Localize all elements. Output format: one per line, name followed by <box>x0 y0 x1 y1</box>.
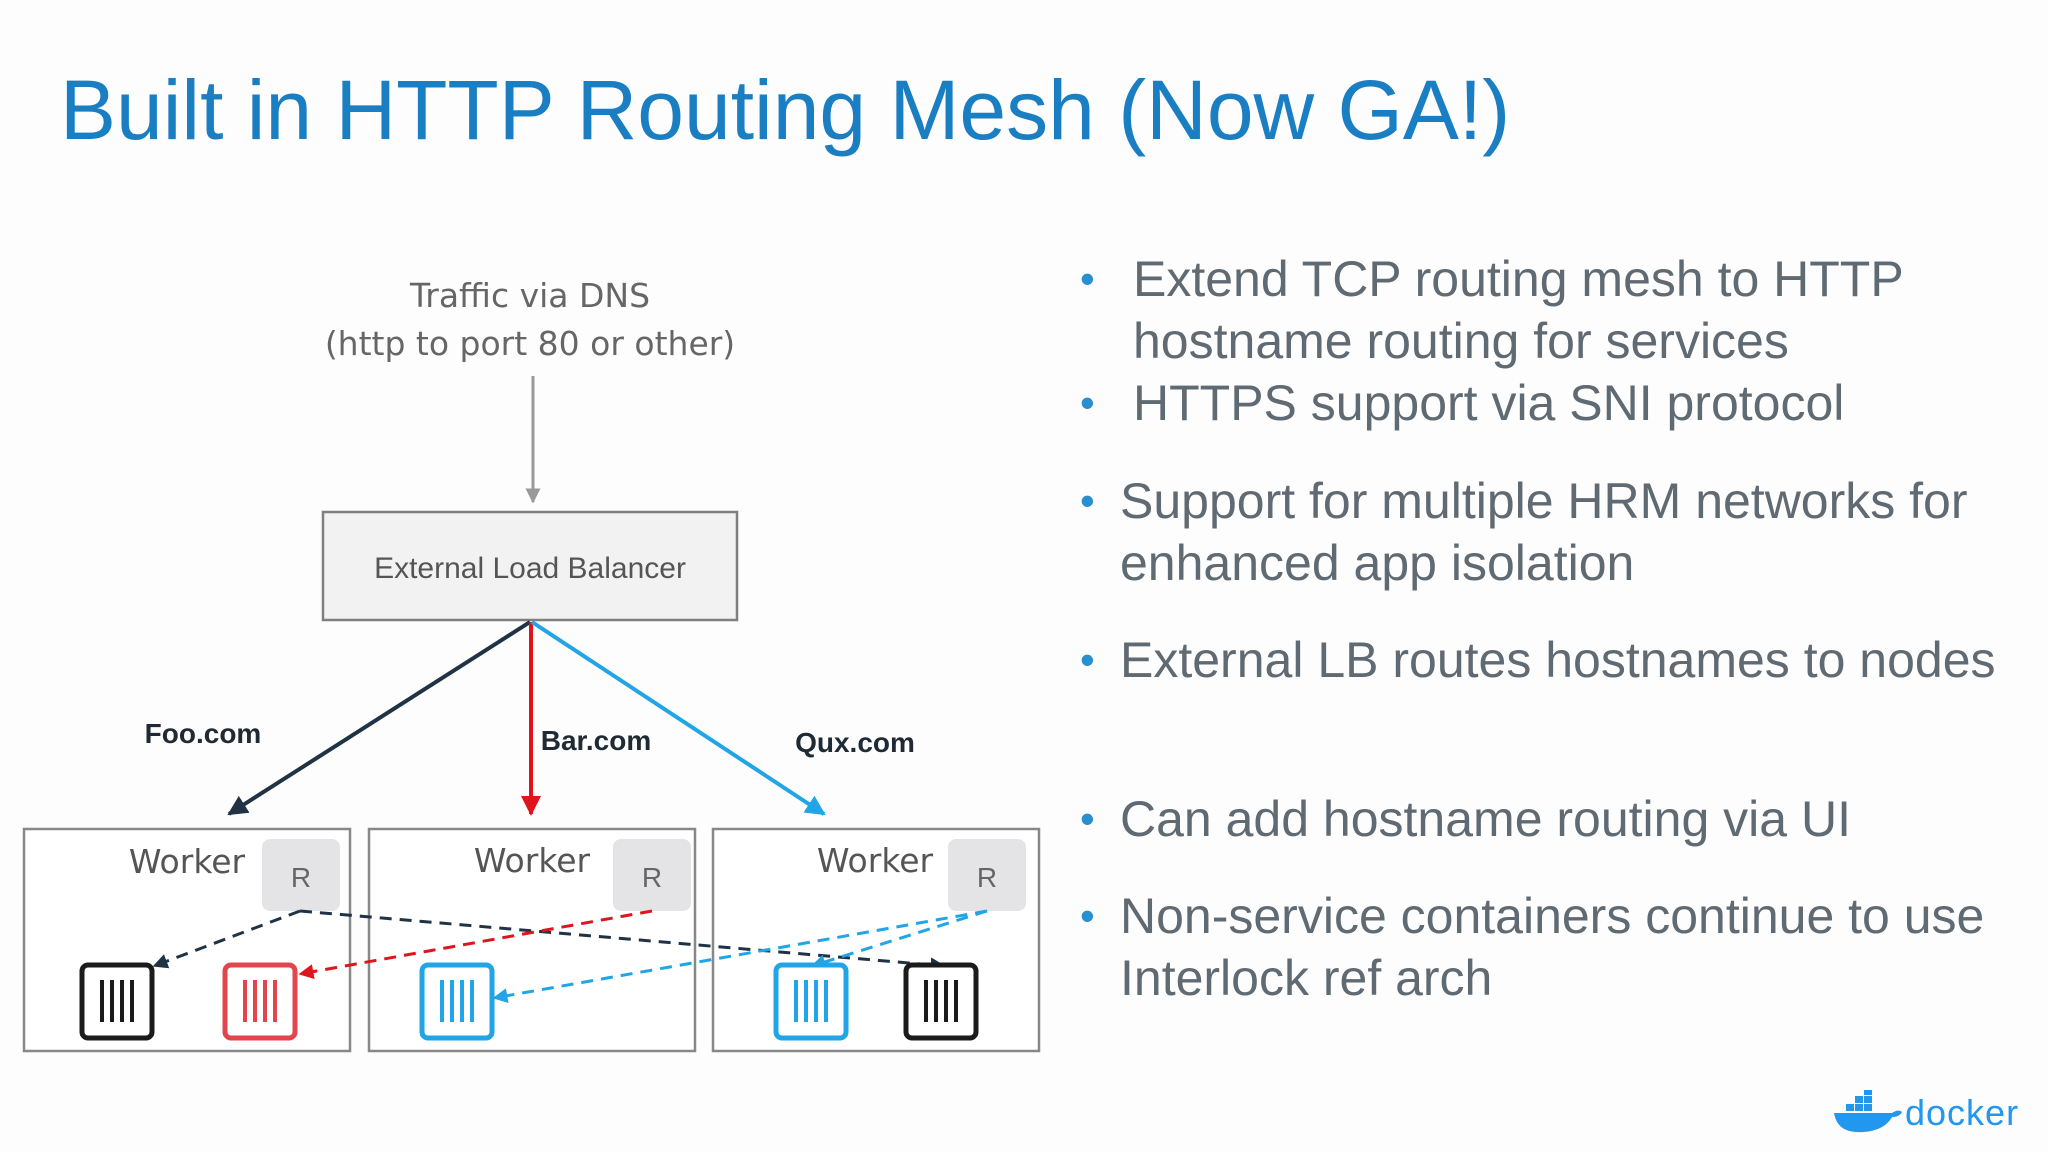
router-label: R <box>642 862 662 893</box>
router-badge <box>613 839 691 911</box>
bullet-text: Support for multiple HRM networks for en… <box>1120 473 1968 591</box>
docker-logo-text: docker <box>1905 1092 2020 1133</box>
route-label-foo: Foo.com <box>145 718 262 749</box>
traffic-label-line1: Traffic via DNS <box>409 276 650 315</box>
traffic-label-line2: (http to port 80 or other) <box>325 324 735 363</box>
worker-label: Worker <box>129 842 246 881</box>
bullet-dot-icon: • <box>1080 892 1095 939</box>
worker-label: Worker <box>474 841 591 880</box>
route-dashed-qux-local <box>810 909 988 970</box>
bullet-text: Non-service containers continue to use I… <box>1120 888 1985 1006</box>
bullet-dot-icon: • <box>1080 255 1095 302</box>
worker-label: Worker <box>817 841 934 880</box>
bullet-dot-icon: • <box>1080 636 1095 683</box>
bullet-text: Can add hostname routing via UI <box>1120 791 1851 847</box>
route-label-qux: Qux.com <box>795 727 915 758</box>
route-arrow-qux <box>530 620 826 816</box>
bullet-text: HTTPS support via SNI protocol <box>1133 375 1845 431</box>
container-icon-bar <box>222 962 298 1041</box>
bullet-text: Extend TCP routing mesh to HTTP hostname… <box>1133 251 1903 369</box>
router-label: R <box>291 862 311 893</box>
worker-node-3: Worker R <box>711 827 1041 1053</box>
container-icon-foo <box>903 962 979 1041</box>
load-balancer-label: External Load Balancer <box>374 552 686 585</box>
docker-logo-icon <box>1834 1090 1902 1133</box>
bullet-dot-icon: • <box>1080 477 1095 524</box>
router-badge <box>948 839 1026 911</box>
bullet-text: External LB routes hostnames to nodes <box>1120 632 1996 688</box>
bullet-dot-icon: • <box>1080 379 1095 426</box>
container-icon-qux <box>773 962 849 1041</box>
bullet-dot-icon: • <box>1080 795 1095 842</box>
route-dashed-qux-remote <box>492 909 988 1004</box>
worker-node-1: Worker R <box>22 827 352 1053</box>
route-dashed-foo-local <box>152 909 301 969</box>
container-icon-foo <box>79 962 155 1041</box>
router-badge <box>262 839 340 911</box>
slide-title: Built in HTTP Routing Mesh (Now GA!) <box>60 63 1511 157</box>
route-label-bar: Bar.com <box>541 725 652 756</box>
router-label: R <box>977 862 997 893</box>
route-dashed-foo-remote <box>299 909 946 973</box>
container-icon-qux <box>419 962 495 1041</box>
load-balancer-box <box>321 510 739 622</box>
route-arrow-foo <box>227 620 532 816</box>
